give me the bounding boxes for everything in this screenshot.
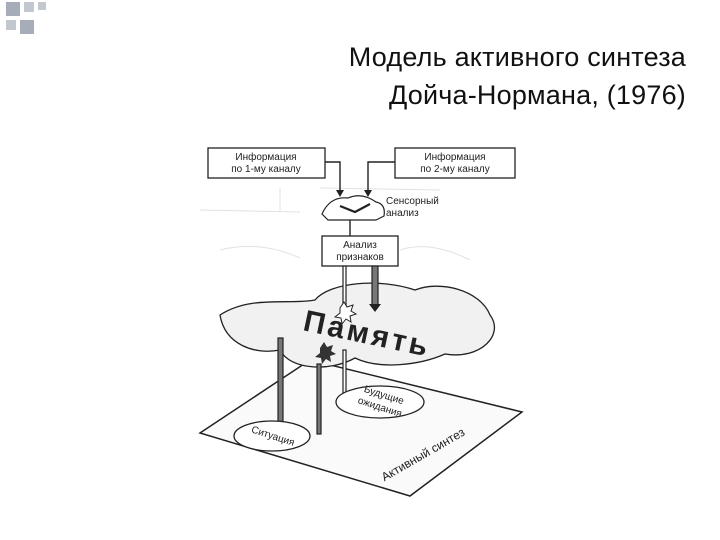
feature-analysis-line-1: Анализ — [343, 240, 377, 251]
sensory-analysis-line-2: анализ — [386, 208, 419, 219]
box-channel-2-line-1: Информация — [424, 151, 485, 163]
ellipse-situation — [233, 420, 311, 452]
box-channel-2-line-2: по 2-му каналу — [420, 164, 490, 175]
burst-markers — [315, 301, 358, 364]
connecting-columns — [277, 265, 379, 437]
box-channel-1-line-1: Информация — [235, 151, 296, 163]
corner-decoration — [0, 0, 60, 40]
slide-title: Модель активного синтеза Дойча-Нормана, … — [206, 38, 686, 114]
box-channel-2 — [394, 147, 516, 179]
title-line-2: Дойча-Нормана, (1976) — [388, 80, 686, 110]
title-line-1: Модель активного синтеза — [348, 42, 686, 72]
box-feature-analysis — [321, 235, 399, 267]
box-channel-1-line-2: по 1-му каналу — [231, 164, 301, 175]
memory-blob — [219, 282, 496, 368]
ellipse-future-expectations — [335, 385, 425, 419]
input-arrows — [325, 161, 395, 192]
sensory-analysis-shape — [321, 195, 385, 221]
active-synthesis-diagram: Информация по 1-му каналу Информация по … — [198, 147, 524, 497]
feature-analysis-line-2: признаков — [336, 252, 384, 263]
box-channel-1 — [207, 147, 326, 179]
sensory-analysis-line-1: Сенсорный — [386, 196, 439, 207]
